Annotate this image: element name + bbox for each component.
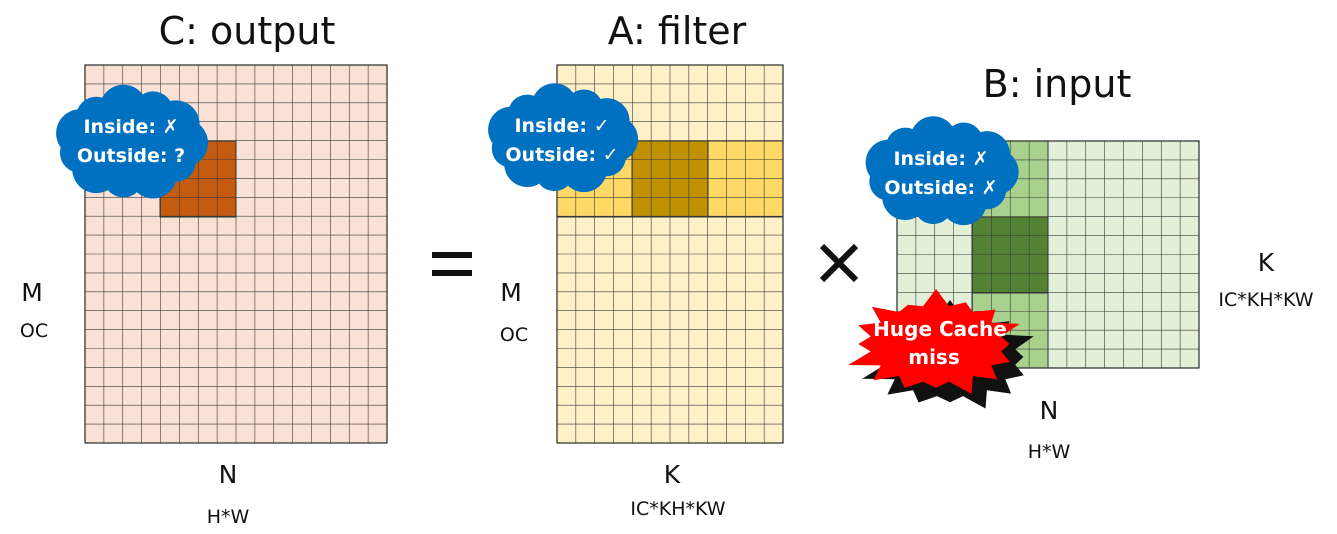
output-col-label: N xyxy=(219,460,238,489)
input-section: B: input K IC*KH*KW N H*W xyxy=(896,62,1314,463)
filter-cloud-inside: Inside: ✓ xyxy=(514,115,609,137)
filter-matrix-gridlines xyxy=(557,65,783,443)
input-col-sub: H*W xyxy=(1028,441,1071,463)
filter-col-sub: IC*KH*KW xyxy=(630,498,725,520)
filter-row-sub: OC xyxy=(500,324,528,346)
filter-tile-block-outline xyxy=(631,140,709,218)
filter-col-label: K xyxy=(664,460,681,489)
output-section: C: output M OC N H*W xyxy=(20,9,388,528)
output-matrix-border xyxy=(84,64,388,444)
output-cloud: Inside: ✗ Outside: ? xyxy=(56,84,209,199)
equals-sign xyxy=(432,252,472,276)
input-row-sub: IC*KH*KW xyxy=(1218,289,1313,311)
filter-row-label: M xyxy=(500,278,522,307)
cloud-shape xyxy=(56,84,209,199)
filter-cloud-outside: Outside: ✓ xyxy=(505,144,618,166)
cloud-shape xyxy=(865,116,1019,226)
output-col-sub: H*W xyxy=(207,506,250,528)
burst-shape xyxy=(848,289,1020,394)
cache-miss-burst: Huge Cache miss xyxy=(848,289,1034,409)
output-title: C: output xyxy=(159,9,336,53)
output-cloud-outside: Outside: ? xyxy=(77,145,185,167)
output-cloud-inside: Inside: ✗ xyxy=(83,116,178,138)
filter-title: A: filter xyxy=(608,9,747,53)
input-cloud-outside: Outside: ✗ xyxy=(884,177,997,199)
filter-matrix-border xyxy=(556,64,784,444)
filter-section: A: filter M OC K IC*KH*KW xyxy=(500,9,784,520)
input-matrix-border xyxy=(896,140,1200,369)
output-row-sub: OC xyxy=(20,320,48,342)
cloud-shape xyxy=(488,83,639,193)
input-cloud: Inside: ✗ Outside: ✗ xyxy=(865,116,1019,226)
input-col-label: N xyxy=(1040,396,1059,425)
output-row-label: M xyxy=(21,278,43,307)
cache-miss-line2: miss xyxy=(908,345,960,369)
times-sign xyxy=(819,243,859,283)
input-row-label: K xyxy=(1258,248,1275,277)
input-cloud-inside: Inside: ✗ xyxy=(893,148,988,170)
filter-cloud: Inside: ✓ Outside: ✓ xyxy=(488,83,639,193)
input-title: B: input xyxy=(983,62,1132,106)
cache-miss-line1: Huge Cache xyxy=(873,317,1007,341)
input-tile-block-outline xyxy=(971,216,1049,294)
